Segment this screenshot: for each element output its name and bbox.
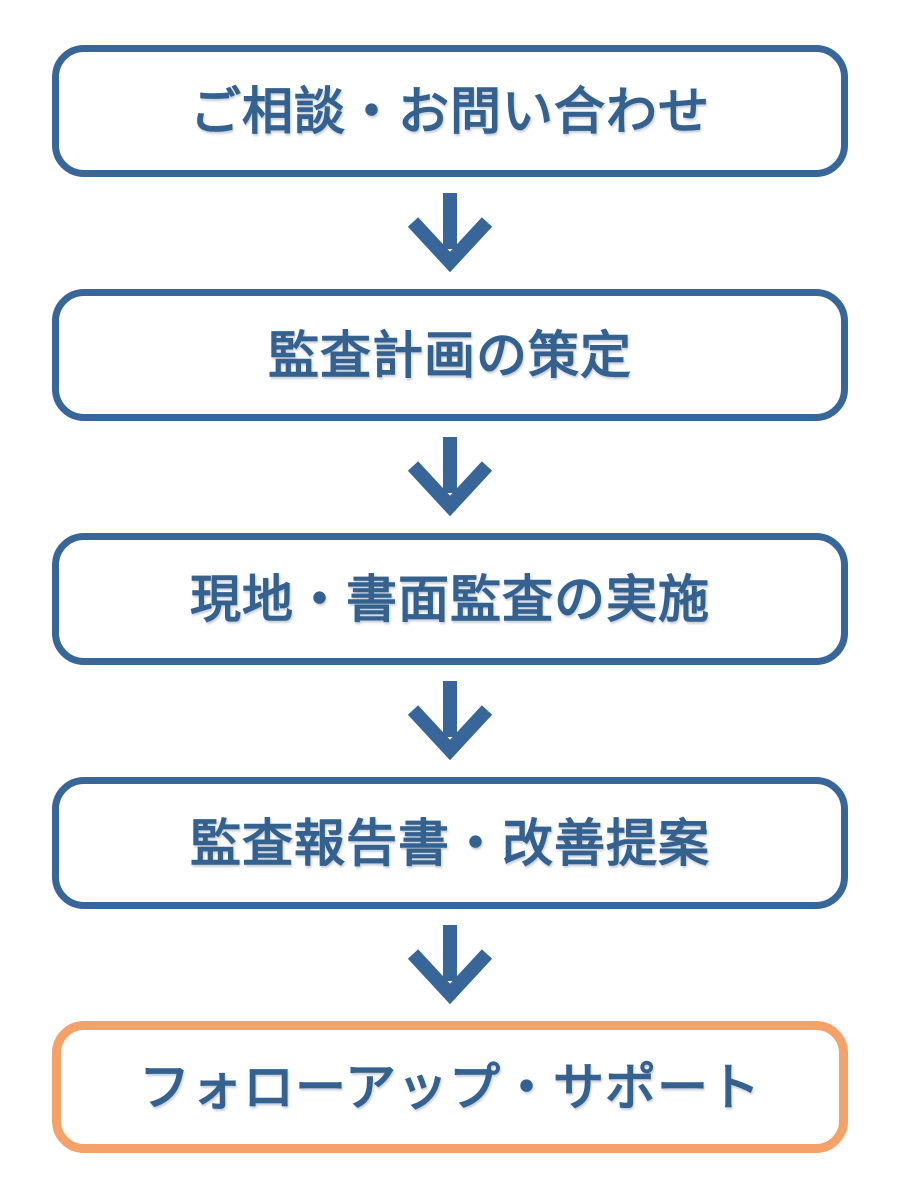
- down-arrow-icon: [400, 909, 500, 1021]
- flow-column: ご相談・お問い合わせ 監査計画の策定 現地・書面監査の実施: [0, 45, 900, 1153]
- down-arrow-icon: [400, 665, 500, 777]
- flow-step-label: 監査計画の策定: [267, 326, 632, 384]
- down-arrow-icon: [400, 421, 500, 533]
- flow-step-label: フォローアップ・サポート: [139, 1058, 761, 1116]
- flow-step-consultation: ご相談・お問い合わせ: [52, 45, 848, 177]
- down-arrow-icon: [400, 177, 500, 289]
- flow-step-report-improvement: 監査報告書・改善提案: [52, 777, 848, 909]
- flow-step-label: 現地・書面監査の実施: [189, 570, 710, 628]
- flow-step-followup-support: フォローアップ・サポート: [52, 1021, 848, 1153]
- flow-step-onsite-document-audit: 現地・書面監査の実施: [52, 533, 848, 665]
- flow-step-label: ご相談・お問い合わせ: [189, 82, 710, 140]
- flow-step-label: 監査報告書・改善提案: [189, 814, 710, 872]
- flow-step-audit-planning: 監査計画の策定: [52, 289, 848, 421]
